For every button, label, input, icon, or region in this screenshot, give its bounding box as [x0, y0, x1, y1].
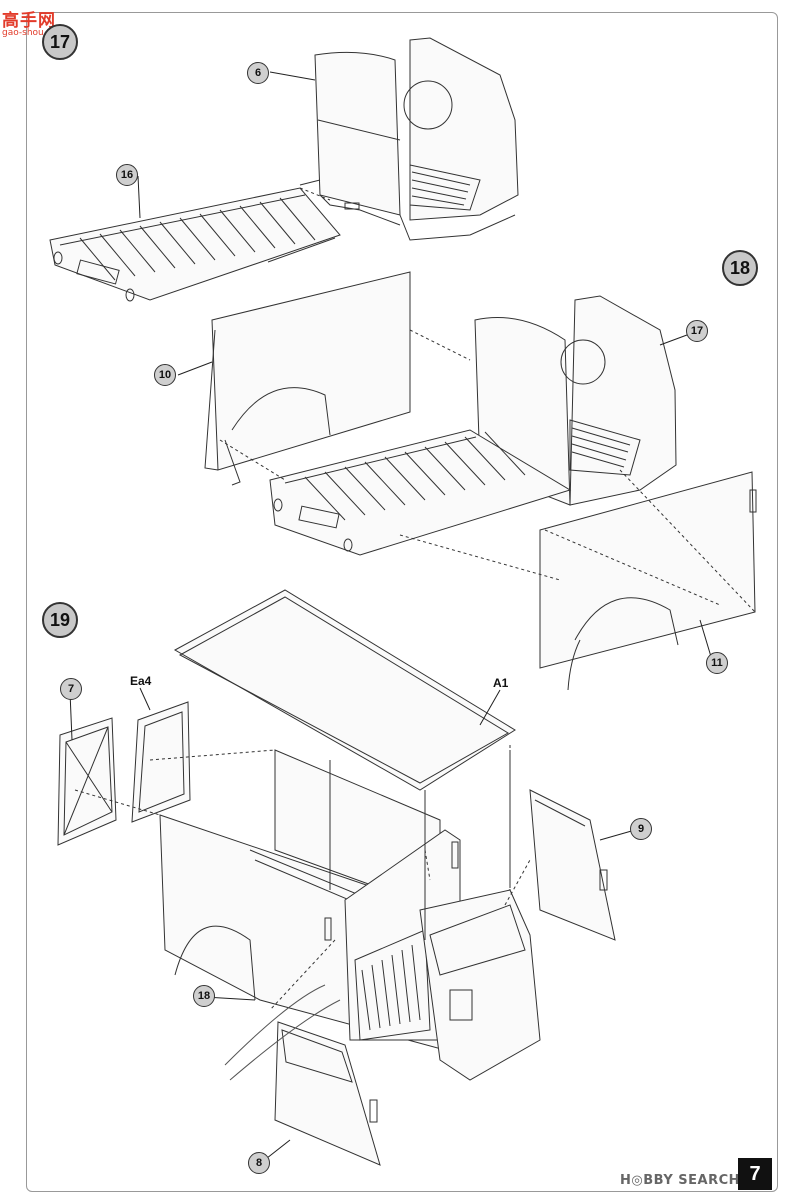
step18-side-right — [539, 471, 757, 691]
step19-door-9 — [529, 789, 616, 941]
step19-roof — [173, 589, 516, 791]
step19-window-7 — [57, 717, 117, 846]
part-label-ea4: Ea4 — [130, 674, 152, 688]
site-watermark: 高手网 gao-shou.com — [2, 6, 72, 40]
step19-body — [159, 749, 541, 1081]
part-label-9: 9 — [630, 818, 652, 840]
part-label-7: 7 — [60, 678, 82, 700]
watermark-text: 高手网 — [2, 11, 56, 31]
step18-guides — [219, 329, 756, 613]
step-badge-17: 17 — [42, 24, 78, 60]
page-number: 7 — [738, 1158, 772, 1190]
part-label-16: 16 — [116, 164, 138, 186]
part-label-18: 18 — [193, 985, 215, 1007]
step19-window-ea4 — [131, 701, 191, 823]
step-badge-19: 19 — [42, 602, 78, 638]
step18-floor — [269, 429, 572, 556]
step19-door-8 — [274, 1021, 381, 1166]
step-badge-18: 18 — [722, 250, 758, 286]
part-label-6: 6 — [247, 62, 269, 84]
step18-side-left — [204, 271, 411, 486]
part-label-a1: A1 — [493, 676, 509, 690]
step17-guide — [299, 187, 331, 201]
step19-guides — [74, 745, 531, 1011]
step17-floor — [49, 179, 341, 302]
part-label-8: 8 — [248, 1152, 270, 1174]
part-label-11: 11 — [706, 652, 728, 674]
part-label-10: 10 — [154, 364, 176, 386]
page-frame — [26, 12, 778, 1192]
part-label-17: 17 — [686, 320, 708, 342]
hobby-search-watermark: H◎BBY SEARCH — [620, 1173, 741, 1188]
watermark-url: gao-shou.com — [2, 28, 66, 38]
step17-cab — [314, 37, 519, 241]
